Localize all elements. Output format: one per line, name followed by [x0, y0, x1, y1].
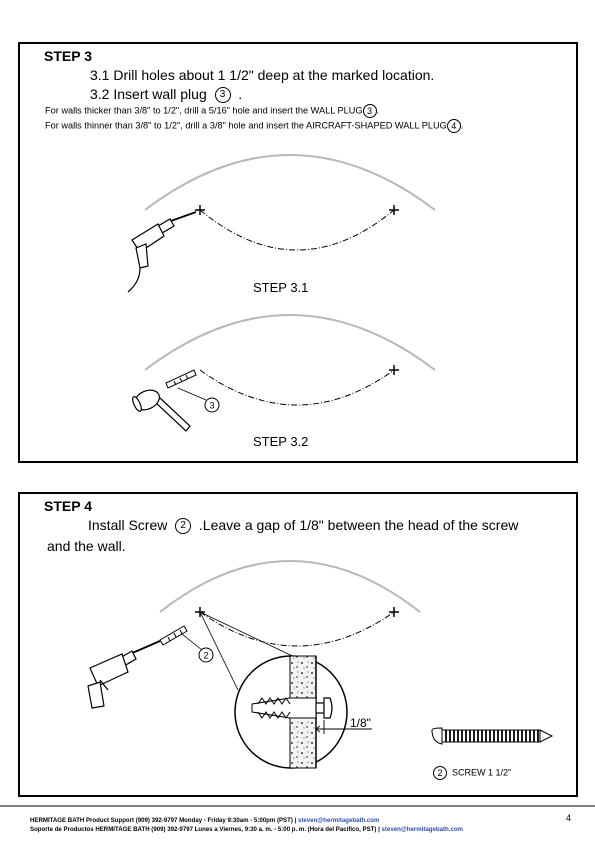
step3-line2: 3.2 Insert wall plug 3 . — [90, 86, 243, 104]
mirror-outline-arc — [159, 560, 421, 613]
mirror-outline-arc — [144, 154, 436, 211]
callout-number: 2 — [203, 651, 208, 661]
step3-line2-text: 3.2 Insert wall plug — [90, 86, 207, 102]
support-email-link[interactable]: steven@hermitagebath.com — [297, 817, 380, 824]
callout-leader — [181, 633, 203, 651]
screw-detail-icon — [431, 727, 554, 745]
gap-label: 1/8" — [350, 716, 371, 730]
step3-note2-text: For walls thinner than 3/8" to 1/2", dri… — [45, 120, 447, 131]
plug-detail-icon — [251, 697, 317, 719]
step4-title: STEP 4 — [44, 498, 92, 514]
step3-note1-end: . — [376, 105, 380, 116]
callout-circle — [204, 397, 220, 413]
step3-1-caption: STEP 3.1 — [253, 280, 309, 295]
screw-head-icon — [315, 697, 333, 719]
zoom-leader — [199, 611, 306, 663]
step3-line1: 3.1 Drill holes about 1 1/2" deep at the… — [90, 67, 435, 83]
step3-2-caption: STEP 3.2 — [253, 434, 309, 449]
page-number: 4 — [566, 813, 572, 823]
callout-circle — [198, 647, 214, 663]
part-ref-2: 2 — [433, 766, 447, 780]
support-email-link[interactable]: steven@hermitagebath.com — [381, 826, 463, 833]
wall-plug-icon — [165, 369, 197, 389]
part-ref-3: 3 — [214, 87, 231, 104]
step4-line1-rest: .Leave a gap of 1/8" between the head of… — [198, 517, 519, 533]
step3-note2: For walls thinner than 3/8" to 1/2", dri… — [45, 119, 463, 133]
callout-leader — [177, 387, 207, 401]
footer-support-en: HERMITAGE BATH Product Support (909) 392… — [30, 817, 379, 824]
step3-note1-text: For walls thicker than 3/8" to 1/2", dri… — [45, 105, 363, 116]
gap-dimension — [315, 720, 372, 734]
step4-panel — [18, 492, 578, 797]
step3-1-illustration — [127, 154, 436, 293]
part-ref-3: 3 — [362, 104, 377, 118]
step4-line1: Install Screw 2 .Leave a gap of 1/8" bet… — [88, 517, 519, 535]
step3-panel — [18, 42, 578, 463]
detail-magnifier — [234, 655, 372, 769]
mirror-outline-arc — [144, 314, 436, 371]
mark-plus-icon — [389, 607, 399, 617]
hammer-icon — [132, 389, 191, 432]
step4-line2: and the wall. — [47, 538, 126, 554]
footer-support-es: Soporte de Productos HERMITAGE BATH (909… — [30, 826, 463, 833]
screw-label: 2 SCREW 1 1/2" — [433, 766, 511, 780]
step3-note2-end: . — [460, 120, 464, 131]
mark-plus-icon — [195, 205, 205, 215]
screw-icon — [159, 625, 188, 646]
callout-number: 3 — [209, 401, 214, 411]
drill-mark-line — [199, 369, 395, 406]
part-ref-2: 2 — [175, 518, 192, 535]
drill-icon — [87, 640, 161, 709]
step3-note1: For walls thicker than 3/8" to 1/2", dri… — [45, 104, 379, 118]
zoom-leader — [199, 611, 239, 691]
step3-2-illustration: 3 — [132, 314, 436, 432]
footer-support-en-text: HERMITAGE BATH Product Support (909) 392… — [30, 817, 298, 824]
mark-plus-icon — [389, 365, 399, 375]
drill-icon — [127, 211, 197, 293]
footer-support-es-text: Soporte de Productos HERMITAGE BATH (909… — [30, 826, 382, 833]
part-ref-4: 4 — [446, 119, 461, 133]
step3-title: STEP 3 — [44, 48, 92, 64]
step4-line1-text: Install Screw — [88, 517, 168, 533]
drill-mark-line — [199, 209, 395, 251]
step3-line2-end: . — [238, 86, 243, 102]
mark-plus-icon — [389, 205, 399, 215]
step4-illustration: 2 — [87, 560, 554, 769]
drill-mark-line — [199, 611, 395, 647]
screw-label-text: SCREW 1 1/2" — [452, 767, 512, 778]
